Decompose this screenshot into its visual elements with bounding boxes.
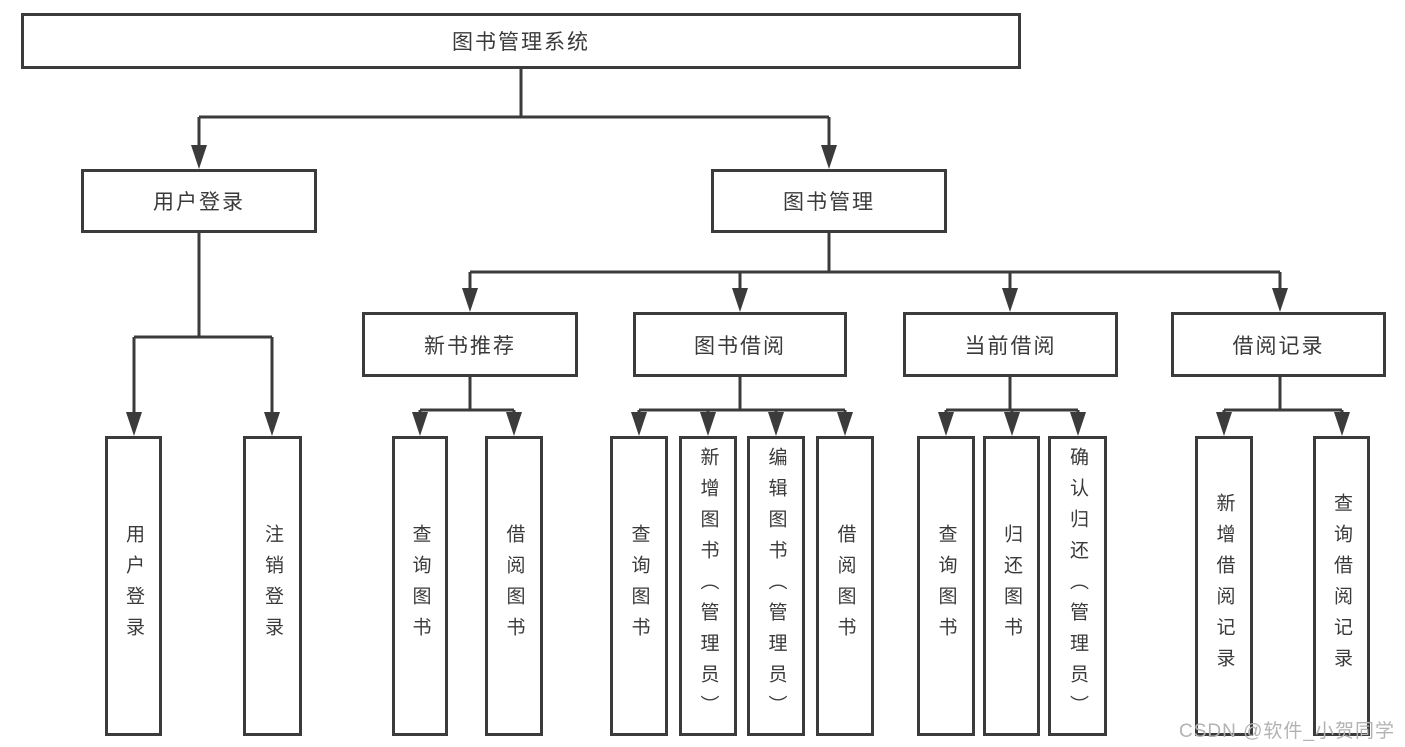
node-label: 新书推荐 xyxy=(424,334,516,358)
arrowhead-icon xyxy=(821,145,837,169)
leaf-logout: 注销登录 xyxy=(243,436,302,736)
node-label: 图书借阅 xyxy=(694,334,786,358)
leaf-borrow-edit-books-admin: 编辑图书（管理员） xyxy=(747,436,805,736)
arrowhead-icon xyxy=(732,288,748,312)
leaf-current-confirm-return-admin: 确认归还（管理员） xyxy=(1048,436,1107,736)
leaf-label: 注销登录 xyxy=(262,524,283,648)
arrowhead-icon xyxy=(506,412,522,436)
leaf-label: 借阅图书 xyxy=(503,524,525,648)
leaf-current-query-books: 查询图书 xyxy=(917,436,975,736)
watermark: CSDN @软件_小贺同学 xyxy=(1179,721,1395,742)
node-label: 借阅记录 xyxy=(1232,334,1325,358)
arrowhead-icon xyxy=(1272,288,1288,312)
node-borrow-records: 借阅记录 xyxy=(1171,312,1386,377)
leaf-label: 用户登录 xyxy=(123,524,144,648)
connector-records-to-leaves xyxy=(1222,377,1344,416)
connector-bookmgmt-to-level3 xyxy=(468,233,1282,292)
arrowhead-icon xyxy=(462,288,478,312)
connector-current-to-leaves xyxy=(944,377,1080,416)
leaf-label: 新增借阅记录 xyxy=(1213,493,1235,679)
node-root: 图书管理系统 xyxy=(21,13,1021,69)
node-label: 图书管理 xyxy=(783,191,875,214)
arrowhead-icon xyxy=(1004,412,1020,436)
leaf-label: 新增图书（管理员） xyxy=(697,446,719,726)
arrowhead-icon xyxy=(700,412,716,436)
leaf-borrow-add-books-admin: 新增图书（管理员） xyxy=(679,436,737,736)
arrowhead-icon xyxy=(126,412,142,436)
leaf-records-query-record: 查询借阅记录 xyxy=(1313,436,1370,736)
leaf-label: 查询图书 xyxy=(628,524,650,648)
connector-userlogin-to-leaves xyxy=(132,233,274,416)
node-label: 用户登录 xyxy=(153,191,245,214)
leaf-label: 查询借阅记录 xyxy=(1331,493,1352,679)
arrowhead-icon xyxy=(938,412,954,436)
leaf-borrow-query-books: 查询图书 xyxy=(610,436,668,736)
leaf-newrec-query-books: 查询图书 xyxy=(392,436,448,736)
connector-newbook-to-leaves xyxy=(418,377,516,416)
node-book-management: 图书管理 xyxy=(711,169,947,233)
connector-root-to-level2 xyxy=(197,68,831,149)
node-new-book-recommend: 新书推荐 xyxy=(362,312,578,377)
arrowhead-icon xyxy=(1070,412,1086,436)
leaf-records-add-record: 新增借阅记录 xyxy=(1195,436,1253,736)
arrowhead-icon xyxy=(191,145,207,169)
leaf-user-login: 用户登录 xyxy=(105,436,162,736)
leaf-label: 归还图书 xyxy=(1001,524,1022,648)
leaf-newrec-borrow-books: 借阅图书 xyxy=(485,436,543,736)
arrowhead-icon xyxy=(264,412,280,436)
leaf-label: 确认归还（管理员） xyxy=(1067,446,1088,726)
node-label: 当前借阅 xyxy=(964,334,1057,358)
arrowhead-icon xyxy=(1334,412,1350,436)
node-current-borrow: 当前借阅 xyxy=(903,312,1118,377)
arrowhead-icon xyxy=(412,412,428,436)
arrowhead-icon xyxy=(837,412,853,436)
leaf-label: 查询图书 xyxy=(935,524,957,648)
node-label: 图书管理系统 xyxy=(452,31,590,54)
arrowhead-icon xyxy=(1216,412,1232,436)
leaf-current-return-books: 归还图书 xyxy=(983,436,1040,736)
arrowheads xyxy=(126,145,1350,436)
leaf-borrow-borrow-books: 借阅图书 xyxy=(816,436,874,736)
leaf-label: 查询图书 xyxy=(409,524,431,648)
arrowhead-icon xyxy=(631,412,647,436)
node-user-login: 用户登录 xyxy=(81,169,317,233)
node-book-borrow: 图书借阅 xyxy=(633,312,847,377)
leaf-label: 借阅图书 xyxy=(834,524,856,648)
arrowhead-icon xyxy=(1002,288,1018,312)
arrowhead-icon xyxy=(768,412,784,436)
connector-borrow-to-leaves xyxy=(637,377,847,416)
leaf-label: 编辑图书（管理员） xyxy=(765,446,787,726)
